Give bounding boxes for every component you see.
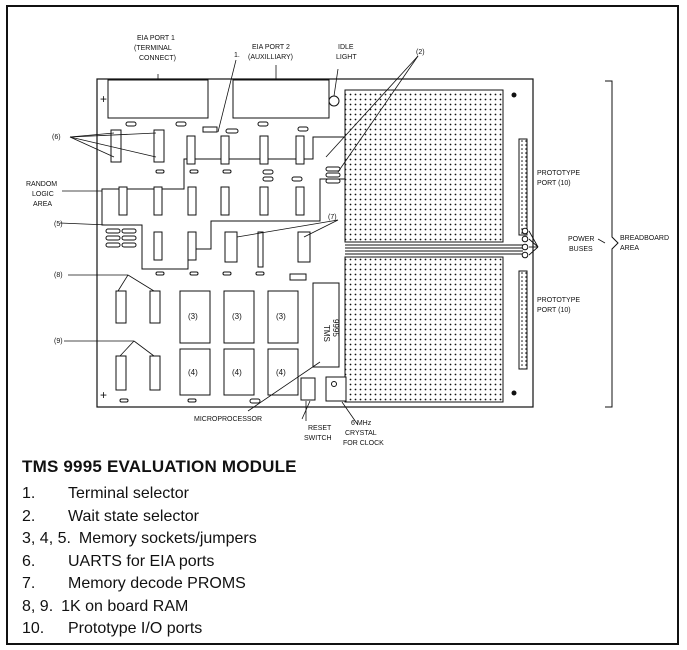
logic-chips-row-3: [153, 231, 311, 268]
power-bus-lines: [345, 244, 523, 255]
caption-item-number: 7.: [22, 575, 36, 593]
passive-components: [119, 121, 309, 404]
label-crystal-a: 6 MHz: [351, 420, 372, 427]
caption-title: TMS 9995 EVALUATION MODULE: [22, 457, 297, 476]
memory-sockets: [179, 290, 299, 396]
prototype-port-top-connector: [518, 138, 528, 236]
tms-chip-label-1: TMS: [322, 325, 331, 342]
caption-block: TMS 9995 EVALUATION MODULE 1. Terminal se…: [22, 457, 672, 641]
leader-lines: [59, 55, 606, 426]
caption-item: 2. Wait state selector: [22, 506, 672, 529]
figure-frame: + +: [6, 5, 679, 645]
caption-item-text: 1K on board RAM: [61, 597, 189, 615]
logic-chips-row-2: [118, 186, 305, 216]
caption-list: 1. Terminal selector 2. Wait state selector…: [22, 483, 672, 641]
prototype-area-top: [344, 89, 504, 243]
breadboard-bracket: [605, 80, 619, 408]
label-marker-8: (8): [54, 272, 63, 279]
caption-item-text: Memory sockets/jumpers: [78, 530, 257, 548]
label-random-logic-b: LOGIC: [32, 191, 54, 198]
power-bus-terminals: [521, 227, 529, 259]
label-marker-6: (6): [52, 134, 61, 141]
ram-chips: [115, 290, 161, 391]
label-eia-port-1-b: (TERMINAL: [134, 45, 172, 52]
selector-jumpers-2: [262, 166, 341, 184]
label-prototype-port-bottom-a: PROTOTYPE: [537, 297, 580, 304]
board-diagram: + +: [26, 35, 669, 447]
socket-label-3b: (3): [232, 312, 242, 321]
caption-item: 3, 4, 5. Memory sockets/jumpers: [22, 528, 672, 551]
random-logic-outline: [101, 136, 346, 270]
label-prototype-port-bottom-b: PORT (10): [537, 307, 571, 314]
power-bus-arrows: [528, 230, 539, 256]
label-crystal-b: CRYSTAL: [345, 430, 377, 437]
eia-port-2-connector: [232, 79, 330, 119]
caption-item-number: 3, 4, 5.: [22, 530, 71, 548]
label-prototype-port-top-a: PROTOTYPE: [537, 170, 580, 177]
caption-item-number: 8, 9.: [22, 597, 54, 615]
eia-port-1-connector: [107, 79, 209, 119]
label-marker-7: (7): [328, 214, 337, 221]
label-prototype-port-top-b: PORT (10): [537, 180, 571, 187]
caption-item-text: Prototype I/O ports: [68, 620, 203, 638]
prototype-port-bottom-connector: [518, 270, 528, 370]
label-eia-port-1-c: CONNECT): [139, 55, 176, 62]
crystal-part: [325, 376, 347, 402]
socket-label-3c: (3): [276, 312, 286, 321]
plus-sign-bottom: +: [100, 388, 107, 402]
logic-chips-row-1: [186, 135, 305, 165]
caption-item-text: UARTS for EIA ports: [68, 552, 215, 570]
caption-item: 8, 9. 1K on board RAM: [22, 596, 672, 619]
label-reset-switch-b: SWITCH: [304, 435, 332, 442]
caption-item-text: Terminal selector: [68, 485, 189, 503]
caption-item-number: 1.: [22, 485, 36, 503]
label-eia-port-2-b: (AUXILLIARY): [248, 54, 293, 61]
label-marker-9: (9): [54, 338, 63, 345]
tms-chip-label-2: 9995: [331, 319, 340, 337]
label-marker-1: 1.: [234, 52, 240, 59]
label-idle-light-a: IDLE: [338, 44, 354, 51]
label-power-buses-a: POWER: [568, 236, 594, 243]
label-microprocessor: MICROPROCESSOR: [194, 416, 262, 423]
uart-chips: [110, 129, 165, 163]
socket-label-3a: (3): [188, 312, 198, 321]
caption-item: 7. Memory decode PROMS: [22, 573, 672, 596]
caption-item-text: Memory decode PROMS: [68, 575, 246, 593]
label-breadboard-a: BREADBOARD: [620, 235, 669, 242]
label-random-logic-a: RANDOM: [26, 181, 57, 188]
jumper-block-5: [105, 228, 137, 248]
label-eia-port-2-a: EIA PORT 2: [252, 44, 290, 51]
label-marker-2: (2): [416, 49, 425, 56]
label-marker-5: (5): [54, 221, 63, 228]
caption-item: 10. Prototype I/O ports: [22, 618, 672, 641]
tms-9995-chip: [312, 282, 340, 368]
mount-hole-bottom: [511, 390, 517, 396]
label-power-buses-b: BUSES: [569, 246, 593, 253]
label-idle-light-b: LIGHT: [336, 54, 357, 61]
label-reset-switch-a: RESET: [308, 425, 332, 432]
label-random-logic-c: AREA: [33, 201, 52, 208]
plus-sign-top: +: [100, 92, 107, 106]
reset-switch-part: [300, 377, 316, 401]
socket-label-4b: (4): [232, 368, 242, 377]
caption-item-number: 2.: [22, 507, 36, 525]
socket-label-4c: (4): [276, 368, 286, 377]
caption-item: 1. Terminal selector: [22, 483, 672, 506]
mount-hole-top: [511, 92, 517, 98]
caption-item-text: Wait state selector: [68, 507, 200, 525]
caption-item: 6. UARTS for EIA ports: [22, 551, 672, 574]
idle-light-led: [328, 95, 340, 107]
socket-label-4a: (4): [188, 368, 198, 377]
label-breadboard-b: AREA: [620, 245, 639, 252]
prototype-area-bottom: [344, 256, 504, 403]
label-eia-port-1-a: EIA PORT 1: [137, 35, 175, 42]
caption-item-number: 6.: [22, 552, 36, 570]
label-crystal-c: FOR CLOCK: [343, 440, 384, 447]
crystal-dot: [331, 381, 337, 387]
caption-item-number: 10.: [22, 620, 45, 638]
